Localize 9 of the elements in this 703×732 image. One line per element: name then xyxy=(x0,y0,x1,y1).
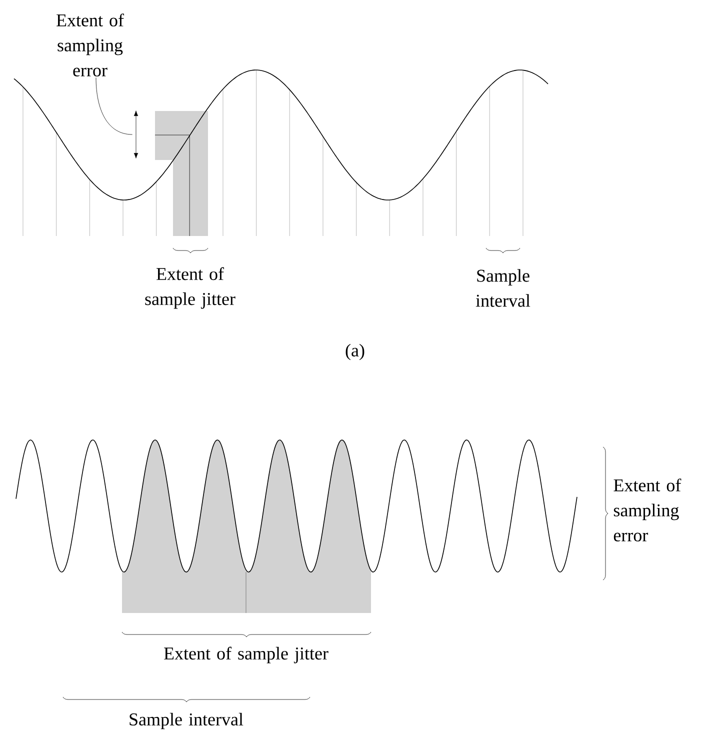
label: Extent of sample jitter xyxy=(164,646,328,664)
callout-text: Extent of sampling error xyxy=(56,14,124,76)
label: (a) xyxy=(346,344,364,360)
double-arrow xyxy=(134,110,138,158)
leader-line xyxy=(96,77,132,135)
label: Extent of sample jitter xyxy=(145,267,236,309)
label: Extent of sampling error xyxy=(614,478,682,542)
label: Sample interval xyxy=(130,712,244,730)
label: Sample interval xyxy=(476,269,530,307)
